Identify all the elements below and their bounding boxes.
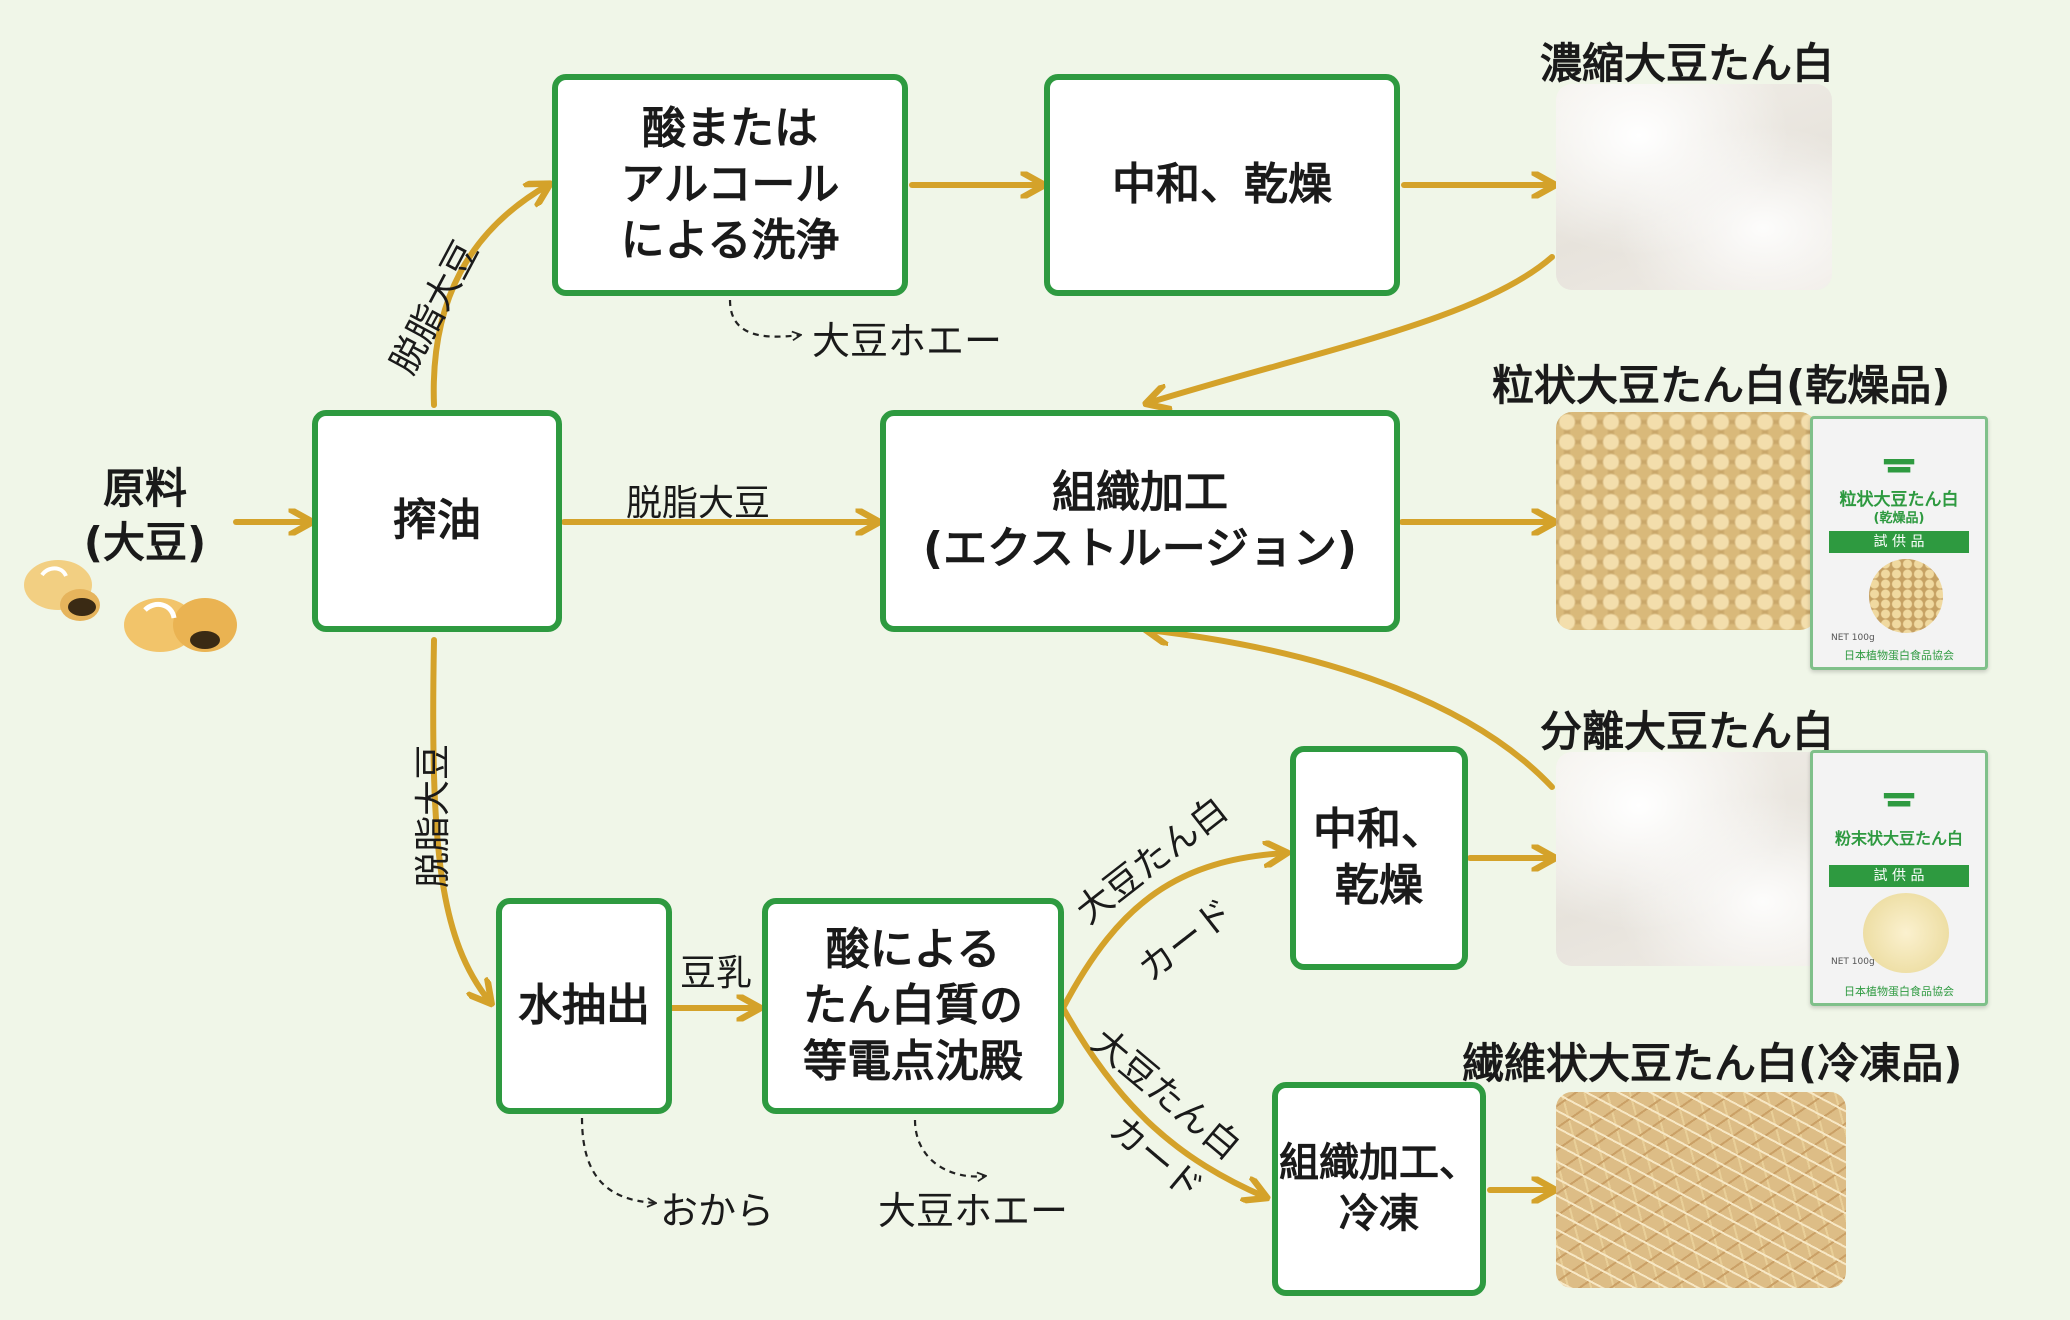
product-title-fibrous: 繊維状大豆たん白(冷凍品) bbox=[1462, 1039, 1963, 1088]
texturize-box[interactable]: 組織加工 (エクストルージョン) bbox=[880, 410, 1400, 632]
acid-wash-box[interactable]: 酸または アルコール による洗浄 bbox=[552, 74, 908, 296]
isolate-powder-image bbox=[1556, 752, 1832, 966]
press-box[interactable]: 搾油 bbox=[312, 410, 562, 632]
raw-material-label: 原料 (大豆) bbox=[60, 462, 230, 570]
neutral-dry-top-box[interactable]: 中和、乾燥 bbox=[1044, 74, 1400, 296]
texturize-freeze-box[interactable]: 組織加工、 冷凍 bbox=[1272, 1082, 1486, 1296]
edge-label-defatted-down: 脱脂大豆 bbox=[413, 743, 455, 889]
isolate-pkg-name: 粉末状大豆たん白 bbox=[1834, 829, 1963, 848]
granular-pkg-maker: 日本植物蛋白食品協会 bbox=[1844, 649, 1954, 662]
arrow-precip-to-freeze bbox=[1060, 1005, 1265, 1197]
product-title-isolate: 分離大豆たん白 bbox=[1540, 707, 1835, 756]
isolate-pkg-window bbox=[1863, 893, 1949, 973]
arrow-concentrate-to-texturize bbox=[1148, 254, 1555, 403]
package-logo-icon: ᚚ bbox=[1884, 437, 1914, 483]
soybean-icon bbox=[24, 560, 237, 652]
granular-pkg-name: 粒状大豆たん白 bbox=[1839, 490, 1959, 510]
raw-line2: (大豆) bbox=[83, 517, 207, 567]
neutral-dry-bottom-box[interactable]: 中和、 乾燥 bbox=[1290, 746, 1468, 970]
arrow-precip-to-neutral bbox=[1060, 853, 1285, 1011]
granular-pkg-net: NET 100g bbox=[1831, 633, 1875, 643]
isolate-pkg-band: 試 供 品 bbox=[1829, 865, 1969, 887]
dash-whey-top bbox=[728, 299, 800, 337]
edge-label-soymilk: 豆乳 bbox=[680, 953, 753, 994]
fibrous-image bbox=[1556, 1092, 1846, 1288]
arrow-press-to-acid bbox=[430, 185, 548, 408]
isolate-pkg-maker: 日本植物蛋白食品協会 bbox=[1844, 985, 1954, 998]
product-title-concentrate: 濃縮大豆たん白 bbox=[1540, 39, 1835, 88]
byproduct-okara: おから bbox=[660, 1189, 775, 1233]
dash-whey-bottom bbox=[913, 1119, 985, 1177]
granular-pkg-band: 試 供 品 bbox=[1829, 531, 1969, 553]
product-title-granular: 粒状大豆たん白(乾燥品) bbox=[1492, 361, 1951, 410]
precipitation-box[interactable]: 酸による たん白質の 等電点沈殿 bbox=[762, 898, 1064, 1114]
water-extract-box[interactable]: 水抽出 bbox=[496, 898, 672, 1114]
edge-label-defatted-mid: 脱脂大豆 bbox=[626, 483, 771, 524]
granular-pkg-window bbox=[1869, 559, 1943, 633]
raw-line1: 原料 bbox=[102, 464, 187, 513]
isolate-pkg-net: NET 100g bbox=[1831, 957, 1875, 967]
arrow-press-to-water bbox=[430, 637, 490, 1002]
granular-package: ᚚ 粒状大豆たん白 (乾燥品) 試 供 品 NET 100g 日本植物蛋白食品協… bbox=[1810, 416, 1988, 670]
dash-okara bbox=[580, 1117, 655, 1203]
concentrate-powder-image bbox=[1556, 84, 1832, 290]
byproduct-whey-top: 大豆ホエー bbox=[812, 319, 1003, 363]
package-logo-icon: ᚚ bbox=[1884, 771, 1914, 817]
byproduct-whey-bottom: 大豆ホエー bbox=[878, 1189, 1069, 1233]
isolate-package: ᚚ 粉末状大豆たん白 試 供 品 NET 100g 日本植物蛋白食品協会 bbox=[1810, 750, 1988, 1006]
granular-image bbox=[1556, 412, 1816, 630]
granular-pkg-sub: (乾燥品) bbox=[1873, 511, 1925, 526]
arrow-isolate-to-texturize bbox=[1148, 630, 1555, 790]
